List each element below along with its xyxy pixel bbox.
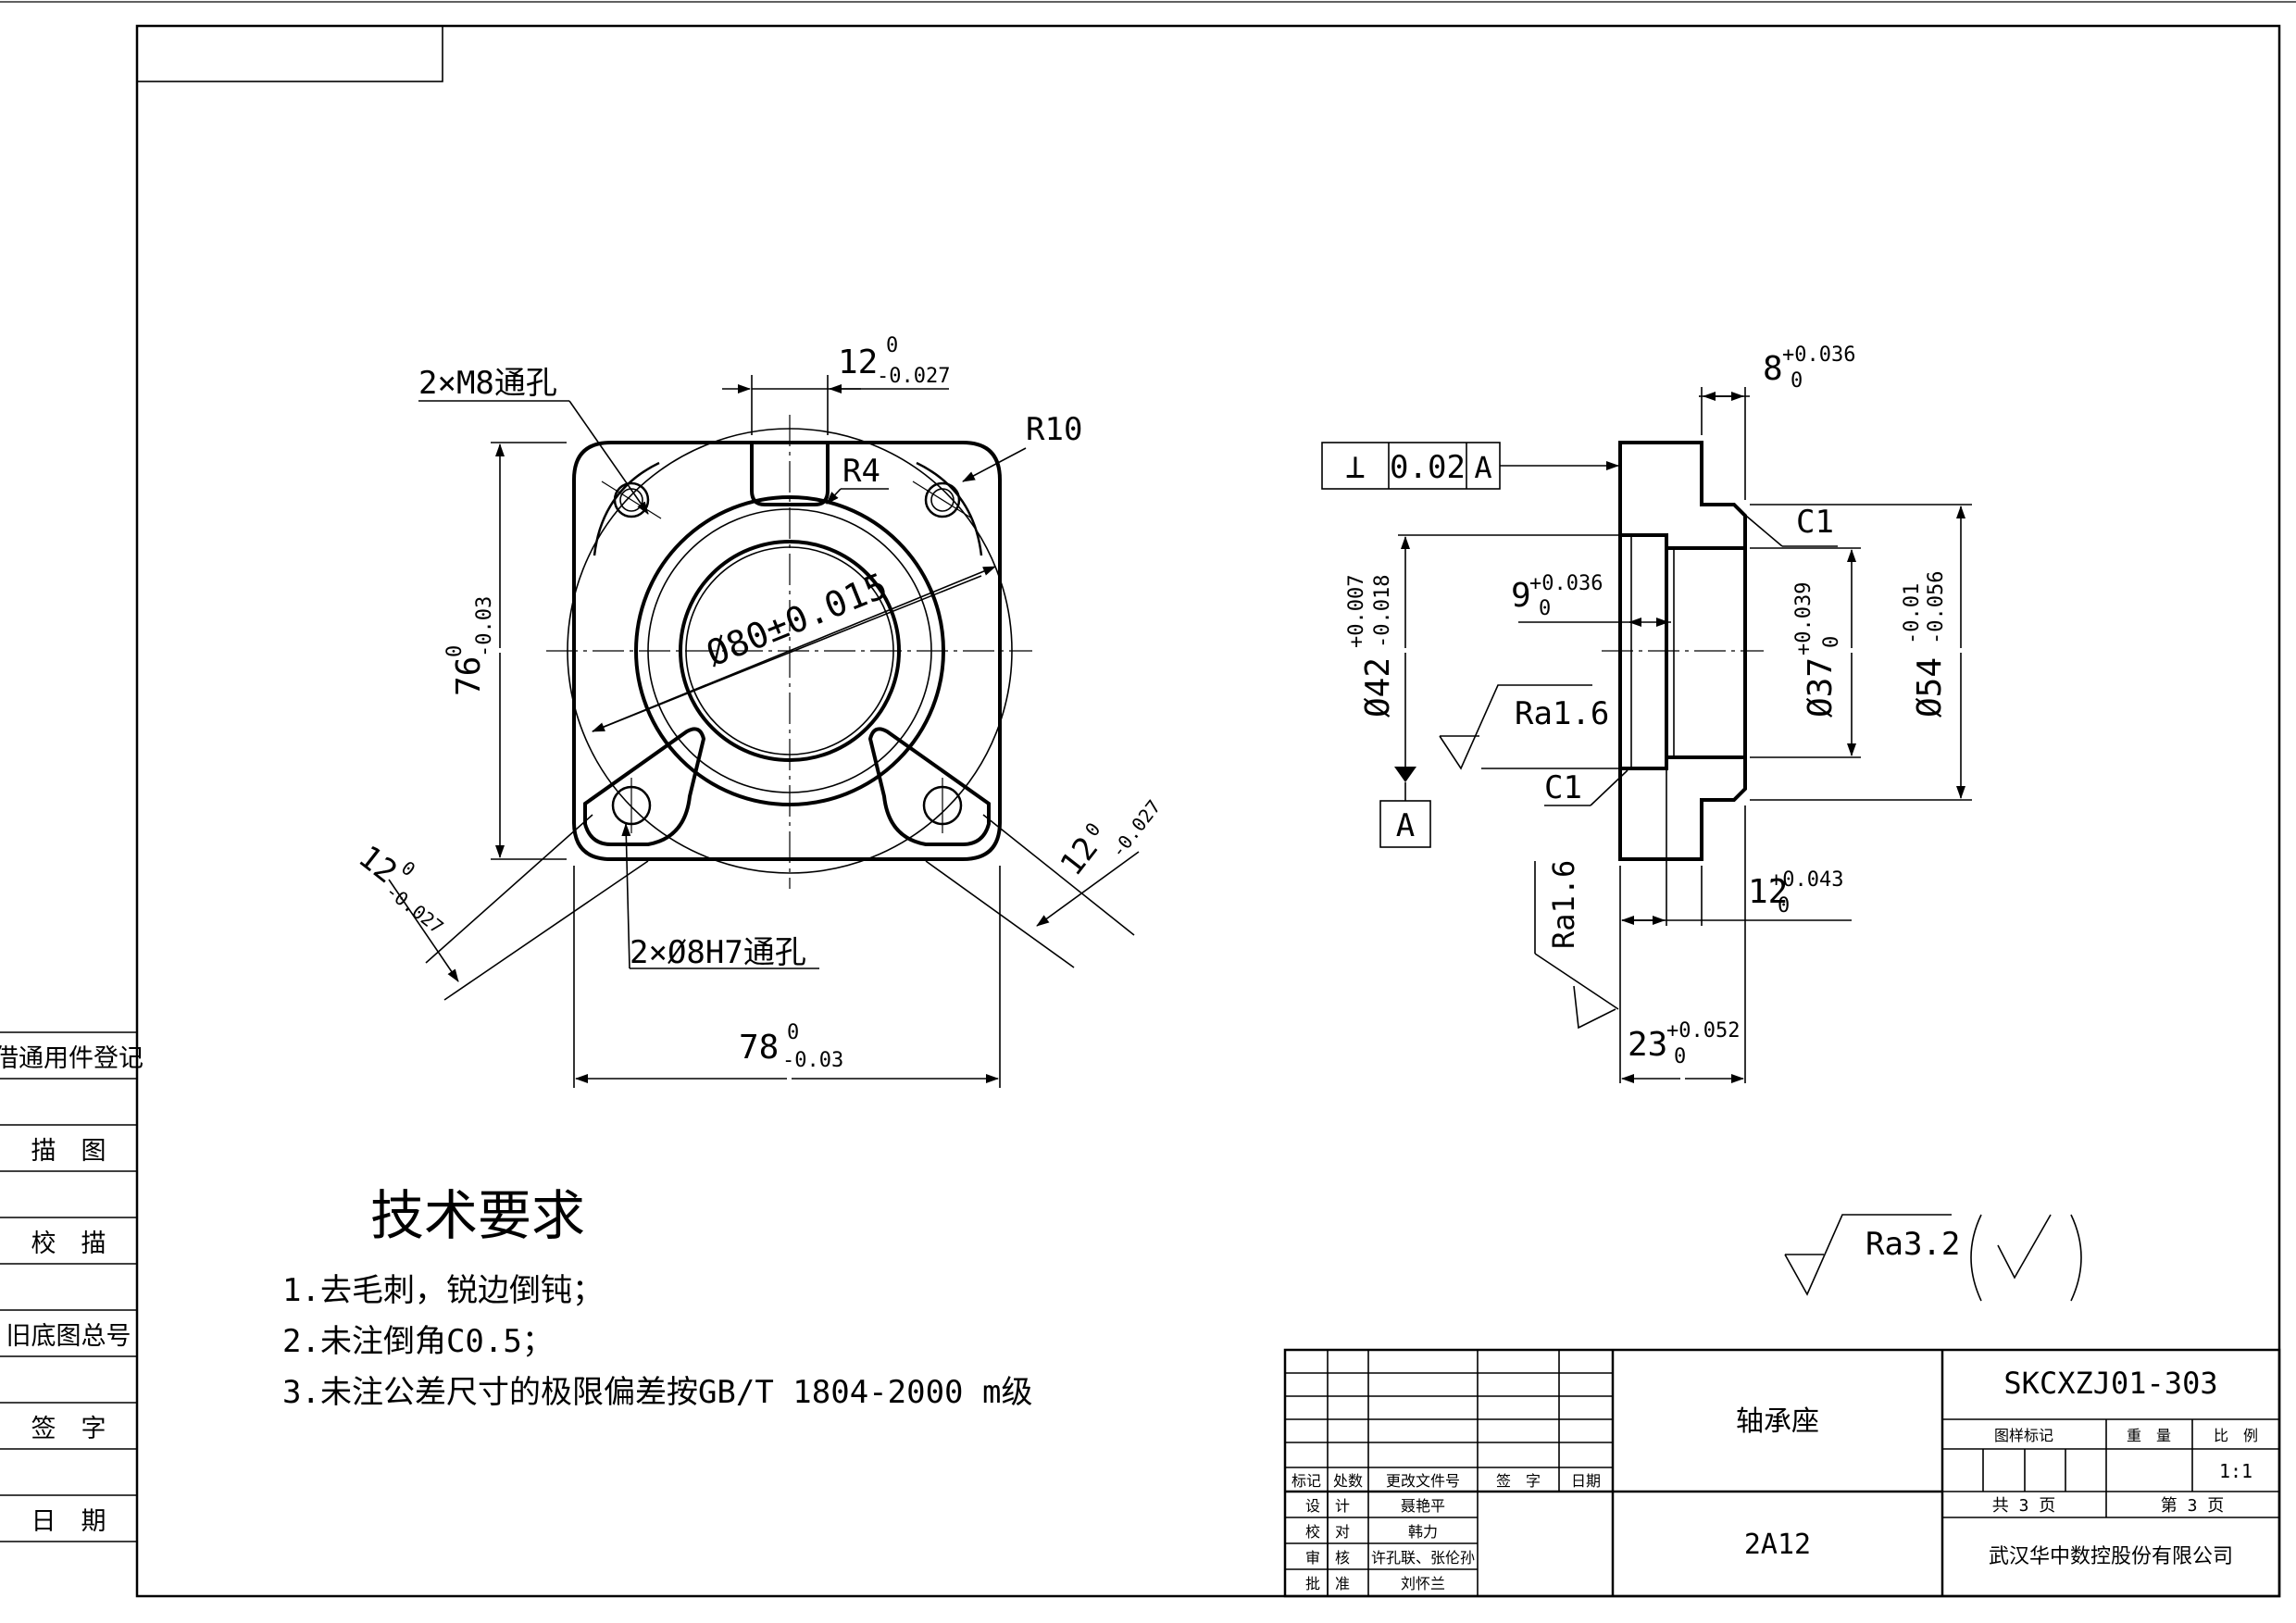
tb-role: 校 对: [1305, 1523, 1350, 1541]
left-margin-table: 借通用件登记 描 图 校 描 旧底图总号 签 字 日 期: [0, 1031, 144, 1542]
tb-header: 标记: [1292, 1472, 1321, 1490]
section-view: 8 +0.036 0 ⊥ 0.02 A C1 9 +0.036 0 Ø42 +0…: [1321, 343, 1972, 1083]
tech-heading: 技术要求: [370, 1184, 585, 1247]
label-m8-hole: 2×M8通孔: [418, 365, 557, 402]
drawing-number: SKCXZJ01-303: [2003, 1366, 2217, 1401]
gdt-tolerance: 0.02: [1390, 449, 1466, 486]
dim-23-lower: 0: [1674, 1045, 1686, 1068]
label-r10: R10: [1026, 411, 1082, 448]
front-view: 2×M8通孔 12 0 -0.027 R10 R4 Ø80±0.015 76 0…: [351, 334, 1165, 1088]
tb-person: 韩力: [1408, 1523, 1438, 1541]
margin-label: 签 字: [31, 1415, 106, 1443]
dim-dia-42: Ø42: [1359, 657, 1397, 718]
col-mark: 图样标记: [1994, 1427, 2053, 1444]
dim-9: 9: [1511, 577, 1531, 615]
dim-dia-37-lower: 0: [1820, 636, 1843, 648]
dim-23-upper: +0.052: [1666, 1019, 1740, 1042]
tb-header: 日期: [1571, 1472, 1601, 1490]
dim-dia-37: Ø37: [1802, 657, 1840, 718]
dim-12-section-upper: +0.043: [1770, 868, 1843, 892]
tb-role: 设 计: [1305, 1497, 1350, 1515]
margin-label: 旧底图总号: [6, 1322, 131, 1351]
dim-dia-37-upper: +0.039: [1792, 582, 1816, 655]
dim-9-upper: +0.036: [1529, 572, 1603, 595]
general-roughness: Ra3.2: [1784, 1214, 2082, 1302]
col-weight: 重 量: [2127, 1427, 2171, 1444]
dim-12-left-lower: -0.027: [381, 880, 448, 938]
chamfer-c1-bottom: C1: [1544, 769, 1582, 806]
tech-item: 1.去毛刺，锐边倒钝；: [282, 1272, 604, 1309]
roughness-general: Ra3.2: [1866, 1226, 1960, 1263]
dim-78: 78: [739, 1029, 779, 1067]
dim-23: 23: [1628, 1026, 1667, 1064]
margin-label: 校 描: [31, 1230, 106, 1258]
dim-8: 8: [1763, 350, 1783, 388]
title-block: 标记 处数 更改文件号 签 字 日期 设 计 聂艳平 校 对 韩力 审 核 许孔…: [1283, 1348, 2281, 1598]
tb-role: 批 准: [1305, 1575, 1350, 1592]
tb-person: 许孔联、张伦孙: [1371, 1549, 1475, 1567]
margin-label: 借通用件登记: [0, 1044, 144, 1073]
label-8h7-hole: 2×Ø8H7通孔: [630, 934, 806, 971]
gdt-datum: A: [1474, 450, 1491, 485]
roughness-bore: Ra1.6: [1515, 695, 1609, 732]
scale-value: 1:1: [2219, 1460, 2252, 1482]
col-scale: 比 例: [2214, 1427, 2258, 1444]
datum-a-box: [1379, 800, 1431, 848]
dim-9-lower: 0: [1539, 597, 1551, 620]
tech-item: 2.未注倒角C0.5；: [282, 1323, 554, 1360]
tb-role: 审 核: [1305, 1549, 1350, 1567]
dim-12-top: 12: [838, 343, 878, 381]
dim-12-section-lower: 0: [1778, 894, 1790, 918]
roughness-face: Ra1.6: [1546, 860, 1581, 949]
margin-label: 日 期: [31, 1507, 106, 1536]
dim-dia-54: Ø54: [1911, 657, 1949, 718]
margin-label: 描 图: [31, 1137, 106, 1166]
dim-12-top-upper: 0: [886, 334, 898, 357]
tb-header: 更改文件号: [1386, 1472, 1460, 1490]
dim-78-lower: -0.03: [782, 1049, 843, 1072]
part-name: 轴承座: [1736, 1405, 1819, 1438]
dim-78-upper: 0: [787, 1021, 799, 1044]
dim-8-upper: +0.036: [1782, 343, 1855, 367]
tb-person: 刘怀兰: [1401, 1575, 1445, 1592]
datum-a-label: A: [1396, 807, 1415, 844]
company-name: 武汉华中数控股份有限公司: [1989, 1545, 2233, 1568]
material: 2A12: [1744, 1529, 1811, 1561]
tb-header: 处数: [1333, 1472, 1363, 1490]
dim-dia-54-upper: -0.01: [1901, 583, 1924, 644]
gdt-symbol: ⊥: [1345, 448, 1366, 486]
dim-dia-54-lower: -0.056: [1925, 571, 1948, 644]
dim-12-top-lower: -0.027: [877, 365, 950, 388]
dim-76-upper: 0: [443, 645, 467, 657]
dim-dia-42-lower: -0.018: [1371, 575, 1394, 648]
dim-12-section: 12: [1748, 873, 1788, 911]
sheet-number: 第 3 页: [2161, 1496, 2225, 1516]
sheet-total: 共 3 页: [1992, 1496, 2056, 1516]
tb-header: 签 字: [1496, 1472, 1541, 1490]
tech-item: 3.未注公差尺寸的极限偏差按GB/T 1804-2000 m级: [282, 1374, 1032, 1411]
tech-requirements: 技术要求 1.去毛刺，锐边倒钝； 2.未注倒角C0.5； 3.未注公差尺寸的极限…: [282, 1184, 1032, 1411]
dim-8-lower: 0: [1791, 369, 1803, 393]
dim-76-lower: -0.03: [473, 596, 496, 657]
dim-dia-42-upper: +0.007: [1345, 575, 1368, 648]
chamfer-c1-top: C1: [1796, 504, 1834, 541]
check-roughness-icon: [1997, 1214, 2052, 1280]
tb-person: 聂艳平: [1401, 1497, 1445, 1515]
dim-76: 76: [450, 656, 488, 696]
label-r4: R4: [842, 453, 880, 490]
dim-12-right-lower: -0.027: [1106, 795, 1165, 862]
